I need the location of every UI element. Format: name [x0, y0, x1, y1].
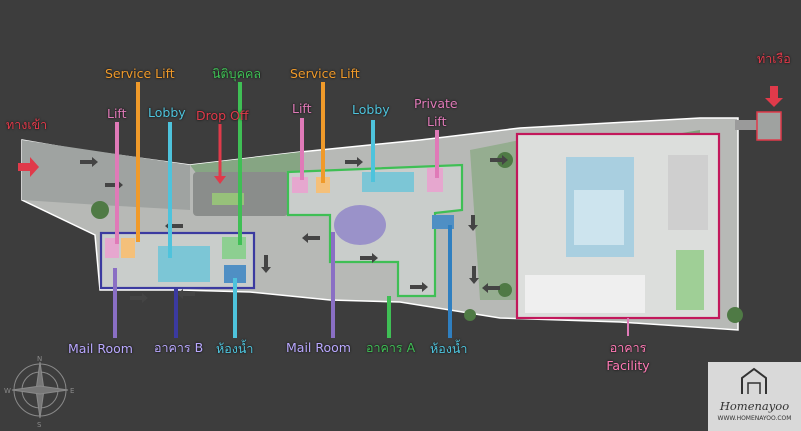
watermark-name: Homenayoo — [719, 399, 790, 413]
pier-walkway — [735, 120, 757, 130]
traffic-arrow — [345, 157, 363, 167]
traffic-arrow — [177, 289, 195, 299]
building-a-service-zone — [316, 177, 330, 193]
watermark-url: WWW.HOMENAYOO.COM — [717, 415, 792, 422]
traffic-arrow — [80, 157, 98, 167]
garden — [190, 152, 300, 178]
traffic-arrow — [469, 266, 479, 284]
label-lobby-a: Lobby — [352, 102, 390, 117]
traffic-arrow — [490, 155, 508, 165]
label-private-lift-2: Lift — [427, 114, 447, 129]
label-pier: ท่าเรือ — [757, 51, 791, 66]
tree — [464, 309, 476, 321]
label-toilet-b: ห้องน้ำ — [216, 341, 254, 356]
facility-pool-inner — [574, 190, 624, 245]
compass-rose — [11, 361, 69, 419]
label-toilet-a: ห้องน้ำ — [430, 341, 468, 356]
traffic-arrow — [468, 215, 478, 231]
compass-north: N — [37, 355, 42, 363]
pointer-drop-off-head — [214, 176, 226, 184]
facility-roof — [668, 155, 708, 230]
garden — [470, 140, 520, 300]
compass-south: S — [37, 421, 42, 429]
building-a-lift-zone — [292, 177, 308, 193]
label-drop-off: Drop Off — [196, 108, 249, 123]
label-facility-1: อาคาร — [609, 340, 647, 355]
label-mail-room-a: Mail Room — [286, 340, 351, 355]
building-b-service-zone — [121, 238, 135, 258]
label-service-lift-b: Service Lift — [105, 66, 175, 81]
access-road — [22, 140, 190, 210]
traffic-arrow — [360, 253, 378, 263]
facility-lap-pool — [676, 250, 704, 310]
traffic-arrow — [482, 283, 500, 293]
facility-hall — [525, 275, 645, 313]
traffic-arrow — [302, 233, 320, 243]
tree — [91, 201, 109, 219]
label-entrance: ทางเข้า — [6, 117, 48, 132]
tree — [727, 307, 743, 323]
traffic-arrow — [410, 282, 428, 292]
label-service-lift-a: Service Lift — [290, 66, 360, 81]
traffic-arrow — [261, 255, 271, 273]
entrance-arrow — [18, 157, 39, 177]
house-logo-icon — [741, 367, 767, 394]
building-b-toilet-zone — [224, 265, 246, 283]
pier-arrow — [765, 86, 783, 107]
building-b-lobby-zone — [158, 246, 210, 282]
label-lift-b: Lift — [107, 106, 127, 121]
building-a-lobby-zone — [362, 172, 414, 192]
pier-deck — [756, 111, 782, 141]
label-lobby-b: Lobby — [148, 105, 186, 120]
compass-east: E — [70, 387, 74, 395]
traffic-arrow — [130, 293, 148, 303]
label-private-lift-1: Private — [414, 96, 458, 111]
tree — [498, 283, 512, 297]
label-juristic: นิติบุคคล — [212, 66, 261, 81]
building-a-atrium — [334, 205, 386, 245]
label-building-b: อาคาร B — [154, 340, 204, 355]
label-lift-a: Lift — [292, 101, 312, 116]
watermark: Homenayoo WWW.HOMENAYOO.COM — [708, 362, 801, 431]
label-building-a: อาคาร A — [366, 340, 416, 355]
label-facility-2: Facility — [606, 358, 650, 373]
label-mail-room-b: Mail Room — [68, 341, 133, 356]
building-b-juristic-zone — [222, 237, 246, 259]
compass-west: W — [4, 387, 11, 395]
drop-off-pad — [212, 193, 244, 205]
